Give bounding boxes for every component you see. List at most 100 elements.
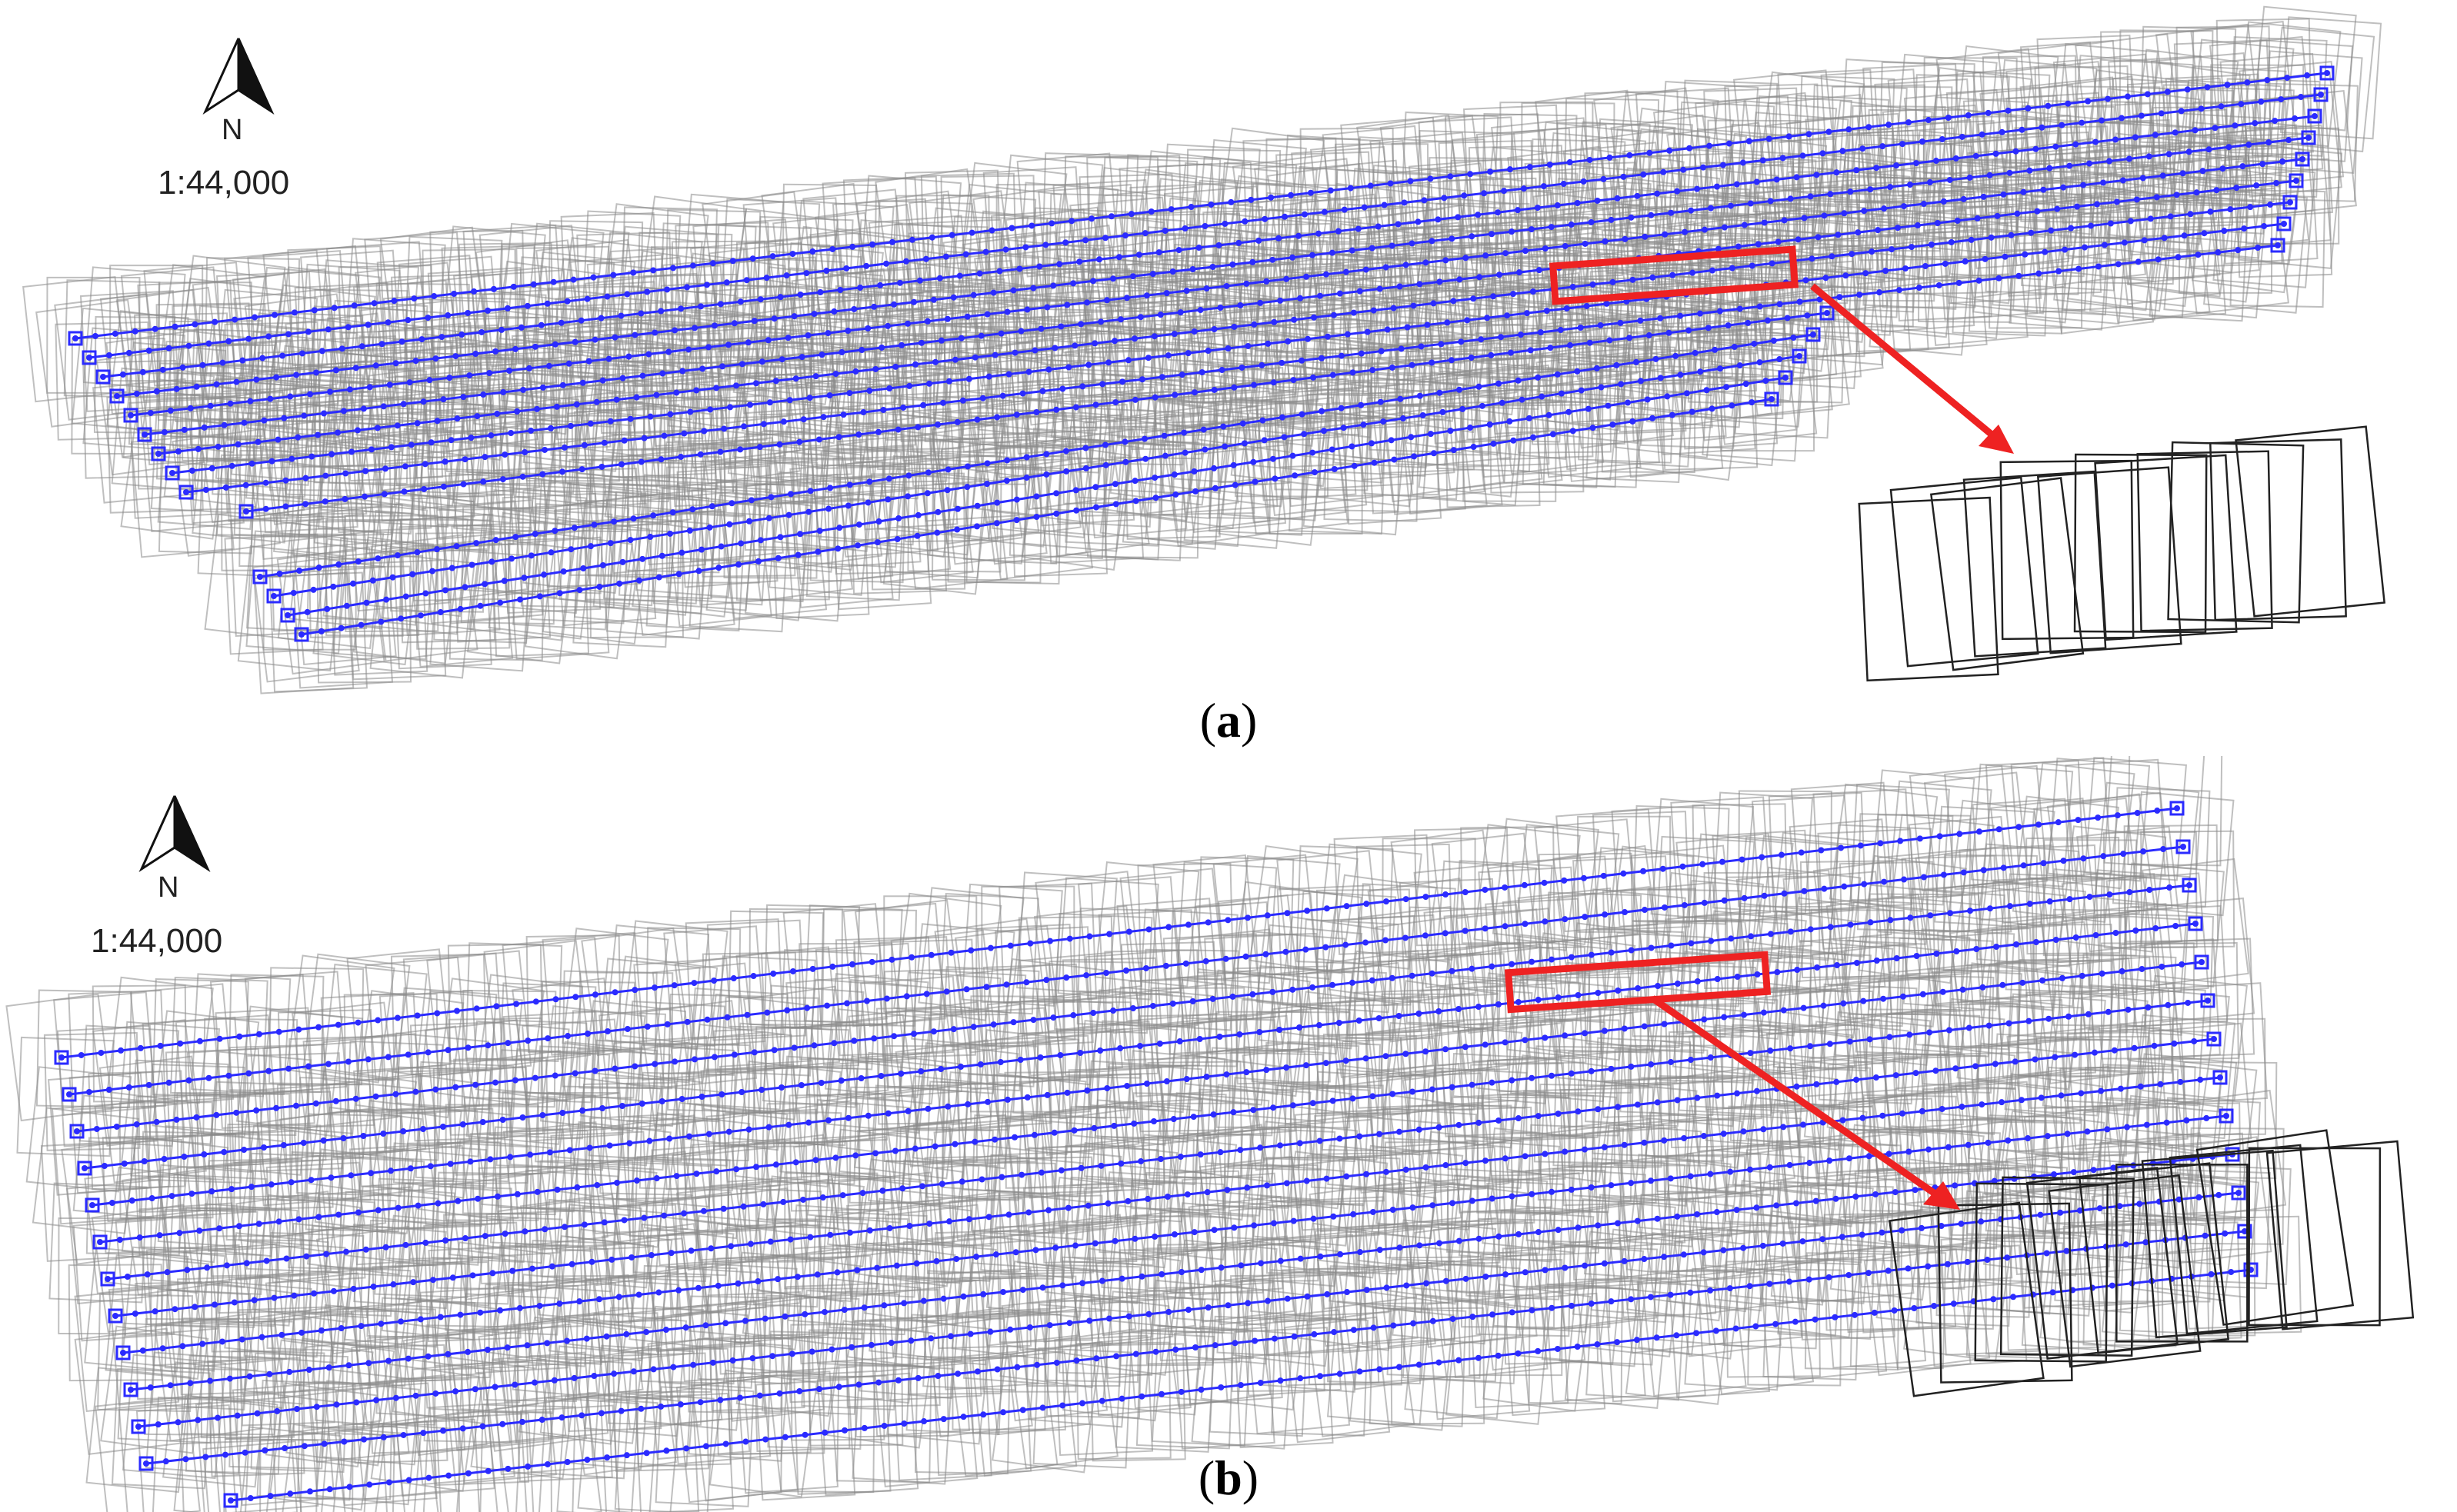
exposure-point	[1648, 944, 1655, 951]
exposure-point	[1259, 361, 1265, 368]
exposure-point	[758, 1087, 765, 1093]
exposure-point	[303, 1253, 310, 1260]
exposure-point	[1502, 1039, 1509, 1046]
exposure-point	[132, 328, 138, 335]
exposure-point	[1289, 452, 1296, 459]
exposure-point	[1462, 928, 1469, 934]
exposure-point	[2046, 165, 2053, 172]
exposure-point	[809, 248, 816, 255]
exposure-point	[2062, 246, 2069, 253]
image-footprint	[1148, 1094, 1256, 1221]
image-footprint	[2205, 1215, 2302, 1335]
exposure-point	[1152, 475, 1158, 481]
exposure-point	[658, 456, 665, 463]
exposure-point	[730, 975, 737, 982]
exposure-point	[1620, 173, 1627, 180]
exposure-point	[1899, 141, 1906, 148]
exposure-point	[1913, 953, 1920, 959]
exposure-point	[338, 345, 345, 352]
exposure-point	[681, 430, 688, 437]
exposure-point	[1172, 391, 1178, 398]
exposure-point	[2253, 182, 2260, 189]
exposure-point	[805, 508, 812, 515]
exposure-point	[1548, 224, 1555, 231]
exposure-point	[352, 365, 359, 371]
exposure-point	[1549, 956, 1555, 963]
exposure-point	[365, 1056, 372, 1063]
exposure-point	[1728, 935, 1735, 942]
exposure-point	[355, 558, 362, 565]
image-footprint	[2126, 77, 2229, 201]
exposure-point	[338, 624, 345, 631]
exposure-point	[2287, 199, 2293, 205]
exposure-point	[388, 1167, 395, 1174]
strip-end-marker	[2270, 238, 2285, 253]
image-footprint	[1404, 1293, 1509, 1420]
image-footprint	[2009, 207, 2112, 331]
exposure-point	[1734, 974, 1741, 980]
exposure-point	[442, 587, 448, 594]
exposure-point	[276, 571, 283, 578]
exposure-point	[1218, 367, 1225, 374]
exposure-point	[892, 1147, 898, 1154]
exposure-point	[1529, 958, 1535, 965]
exposure-point	[465, 1044, 472, 1051]
exposure-point	[1269, 455, 1276, 462]
zoom-inset-a	[1858, 425, 2386, 682]
image-footprint	[1625, 107, 1735, 236]
exposure-point	[452, 1084, 459, 1091]
exposure-point	[2133, 196, 2140, 203]
exposure-point	[468, 435, 475, 441]
image-footprint	[1936, 1051, 2034, 1171]
exposure-point	[1043, 471, 1050, 478]
exposure-point	[944, 315, 951, 322]
exposure-point	[173, 385, 180, 392]
exposure-point	[1228, 198, 1235, 205]
exposure-point	[253, 1107, 260, 1114]
exposure-point	[265, 1067, 272, 1074]
exposure-point	[1615, 987, 1622, 994]
exposure-point	[462, 456, 468, 463]
exposure-point	[375, 555, 382, 562]
exposure-point	[1988, 234, 1995, 241]
image-footprint	[2127, 168, 2236, 298]
exposure-point	[497, 599, 504, 606]
exposure-point	[385, 319, 392, 326]
exposure-point	[414, 549, 421, 556]
exposure-point	[803, 270, 810, 277]
exposure-point	[1135, 251, 1142, 258]
exposure-point	[324, 605, 331, 612]
exposure-point	[205, 1074, 212, 1081]
image-footprint	[1381, 993, 1475, 1111]
image-footprint	[304, 1337, 410, 1464]
exposure-point	[1122, 438, 1128, 445]
exposure-point	[1901, 203, 1908, 210]
exposure-point	[612, 334, 618, 341]
exposure-point	[641, 1214, 648, 1221]
image-footprint	[228, 974, 325, 1093]
exposure-point	[1857, 842, 1864, 849]
image-footprint	[25, 1066, 132, 1193]
exposure-point	[1205, 348, 1212, 355]
image-footprint	[1183, 424, 1288, 549]
exposure-point	[632, 1063, 638, 1070]
exposure-point	[860, 409, 867, 416]
exposure-point	[1545, 411, 1552, 418]
exposure-point	[1351, 462, 1358, 469]
exposure-point	[1450, 447, 1457, 454]
exposure-point	[1329, 981, 1336, 988]
exposure-point	[1050, 282, 1057, 289]
exposure-point	[918, 339, 925, 346]
image-footprint	[1349, 1305, 1455, 1431]
image-footprint	[1829, 1173, 1937, 1301]
image-footprint	[2039, 158, 2147, 287]
image-footprint	[991, 412, 1097, 538]
exposure-point	[2160, 846, 2167, 853]
image-footprint	[1102, 1291, 1206, 1416]
exposure-point	[994, 499, 1001, 506]
image-footprint	[117, 1322, 217, 1444]
exposure-point	[553, 403, 560, 410]
exposure-point	[1543, 308, 1550, 315]
image-footprint	[1469, 1287, 1569, 1409]
exposure-point	[1115, 254, 1122, 261]
